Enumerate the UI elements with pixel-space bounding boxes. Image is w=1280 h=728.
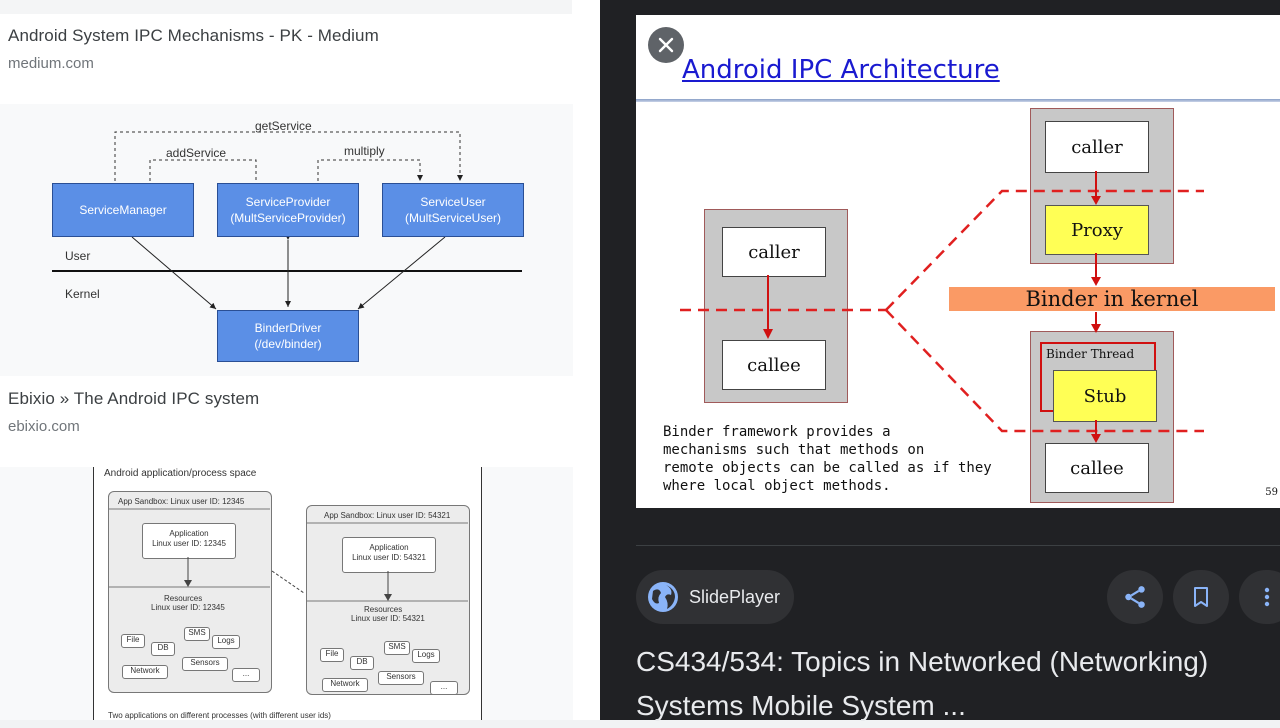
add-service-label: addService <box>166 146 227 160</box>
application-a-line1: Application <box>169 529 209 538</box>
logs-b: Logs <box>412 649 440 663</box>
caller-right-box: caller <box>1045 121 1149 173</box>
sandbox-b-label: App Sandbox: Linux user ID: 54321 <box>324 511 451 520</box>
sms-b: SMS <box>384 641 410 655</box>
more-options-button[interactable] <box>1239 570 1280 624</box>
slide-note: Binder framework provides a mechanisms s… <box>663 423 992 495</box>
sandbox-caption: Two applications on different processes … <box>108 711 331 720</box>
slide-arrows-and-boundaries <box>680 171 1204 443</box>
service-provider-box: ServiceProvider (MultServiceProvider) <box>217 183 359 237</box>
db-b: DB <box>350 656 374 670</box>
binder-driver-box: BinderDriver (/dev/binder) <box>217 310 359 362</box>
share-icon <box>1125 586 1145 608</box>
slide-note-line: where local object methods. <box>663 478 891 494</box>
sms-a: SMS <box>184 627 210 641</box>
bookmark-icon <box>1194 587 1208 607</box>
application-b-box: Application Linux user ID: 54321 <box>342 537 436 573</box>
result-domain-ebixio[interactable]: ebixio.com <box>8 418 80 435</box>
result-headline-link[interactable]: CS434/534: Topics in Networked (Networki… <box>636 646 1209 721</box>
more-b: ... <box>430 681 458 695</box>
slide-title-rule <box>636 99 1280 102</box>
binder-diagram-lines <box>52 131 522 310</box>
slide-note-line: Binder framework provides a <box>663 424 891 440</box>
thumbnail-sandbox-diagram[interactable]: Android application/process space App Sa… <box>0 467 573 720</box>
result-title-medium[interactable]: Android System IPC Mechanisms - PK - Med… <box>8 26 379 45</box>
thumbnail-binder-diagram[interactable]: getService addService multiply ServiceMa… <box>0 104 573 376</box>
resources-a-line2: Linux user ID: 12345 <box>151 603 225 612</box>
sandbox-diagram-lines <box>108 508 468 602</box>
db-a: DB <box>151 642 175 656</box>
source-chip-slideplayer[interactable]: SlidePlayer <box>636 570 794 624</box>
result-title-ebixio[interactable]: Ebixio » The Android IPC system <box>8 389 260 408</box>
get-service-label: getService <box>255 119 312 133</box>
process-space-title: Android application/process space <box>104 468 257 479</box>
slide-note-line: mechanisms such that methods on <box>663 442 925 458</box>
results-grid: Android System IPC Mechanisms - PK - Med… <box>0 0 600 720</box>
multiply-label: multiply <box>344 144 385 158</box>
application-a-box: Application Linux user ID: 12345 <box>142 523 236 559</box>
previous-thumbnail-edge[interactable] <box>0 0 572 14</box>
close-icon <box>658 37 674 53</box>
save-bookmark-button[interactable] <box>1173 570 1229 624</box>
close-preview-button[interactable] <box>648 27 684 63</box>
sensors-b: Sensors <box>378 671 424 685</box>
user-label: User <box>65 249 91 263</box>
more-a: ... <box>232 668 260 682</box>
slide-page-number: 59 <box>1265 487 1278 498</box>
share-button[interactable] <box>1107 570 1163 624</box>
slide-title: Android IPC Architecture <box>682 55 1000 85</box>
application-b-line2: Linux user ID: 54321 <box>352 553 426 562</box>
binder-in-kernel-bar: Binder in kernel <box>949 287 1275 311</box>
kernel-label: Kernel <box>65 287 100 301</box>
preview-image-slide[interactable]: Android IPC Architecture caller callee c… <box>636 15 1280 508</box>
more-vert-icon <box>1264 587 1270 607</box>
callee-right-box: callee <box>1045 443 1149 493</box>
service-user-box: ServiceUser (MultServiceUser) <box>382 183 524 237</box>
resources-b-line1: Resources <box>364 605 403 614</box>
source-name: SlidePlayer <box>689 586 781 607</box>
file-a: File <box>121 634 145 648</box>
stub-box: Stub <box>1053 370 1157 422</box>
network-a: Network <box>122 665 168 679</box>
resources-b-line2: Linux user ID: 54321 <box>351 614 425 623</box>
sandbox-a-label: App Sandbox: Linux user ID: 12345 <box>118 497 245 506</box>
caller-left-box: caller <box>722 227 826 277</box>
panel-divider <box>636 545 1280 546</box>
result-domain-medium[interactable]: medium.com <box>8 55 94 72</box>
logs-a: Logs <box>212 635 240 649</box>
binder-thread-label: Binder Thread <box>1046 347 1135 361</box>
application-b-line1: Application <box>369 543 409 552</box>
globe-icon <box>648 582 678 612</box>
sandbox-diagram-sheet: Android application/process space App Sa… <box>93 467 482 720</box>
application-a-line2: Linux user ID: 12345 <box>152 539 226 548</box>
callee-left-box: callee <box>722 340 826 390</box>
file-b: File <box>320 648 344 662</box>
slide-note-line: remote objects can be called as if they <box>663 460 992 476</box>
resources-a-line1: Resources <box>164 594 203 603</box>
sensors-a: Sensors <box>182 657 228 671</box>
service-manager-box: ServiceManager <box>52 183 194 237</box>
network-b: Network <box>322 678 368 692</box>
